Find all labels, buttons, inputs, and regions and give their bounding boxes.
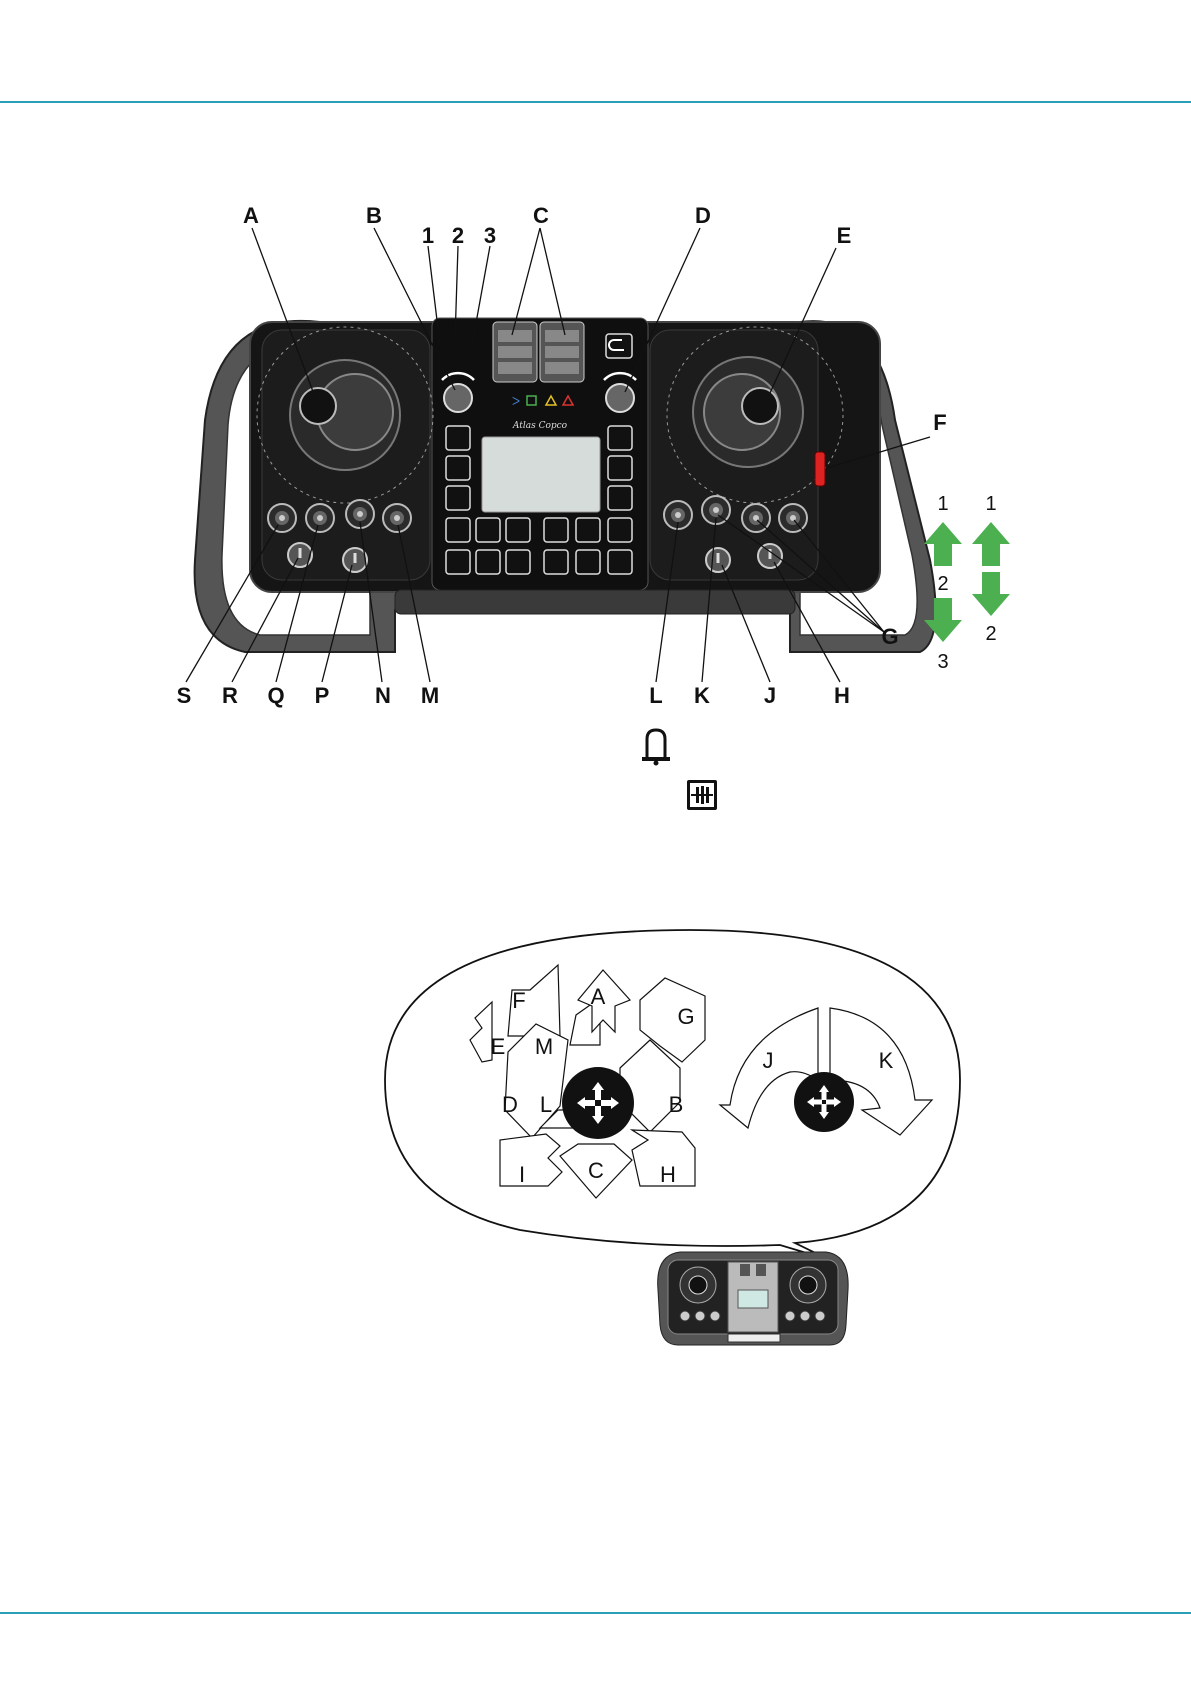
bell-icon bbox=[642, 730, 670, 766]
brand-logo: Atlas Copco bbox=[512, 421, 568, 431]
arrow-down-icon bbox=[972, 572, 1010, 616]
callout-c: C bbox=[533, 203, 549, 228]
direction-e: E bbox=[491, 1034, 506, 1059]
position-label-2a: 2 bbox=[937, 573, 948, 595]
joystick-centre-left bbox=[562, 1067, 634, 1139]
callout-q: Q bbox=[267, 683, 284, 708]
direction-i: I bbox=[519, 1162, 525, 1187]
callout-m: M bbox=[421, 683, 439, 708]
callout-s: S bbox=[177, 683, 192, 708]
direction-j: J bbox=[763, 1048, 774, 1073]
direction-k: K bbox=[879, 1048, 894, 1073]
control-panel: ᐳ Atlas Copco bbox=[195, 318, 936, 652]
callout-n: N bbox=[375, 683, 391, 708]
callout-e: E bbox=[837, 223, 852, 248]
display-screen bbox=[482, 437, 600, 512]
arrow-up-icon bbox=[972, 522, 1010, 566]
callout-f: F bbox=[933, 410, 946, 435]
callout-b: B bbox=[366, 203, 382, 228]
callout-2: 2 bbox=[452, 223, 464, 248]
joystick-direction-diagram: A F G E M D L B I C H J K bbox=[385, 930, 960, 1345]
direction-h: H bbox=[660, 1162, 676, 1187]
display-left-keys bbox=[446, 426, 470, 510]
callout-p: P bbox=[315, 683, 330, 708]
callout-r: R bbox=[222, 683, 238, 708]
control-panel-thumbnail bbox=[658, 1252, 848, 1345]
switch-position-arrows: 1 2 3 1 2 bbox=[924, 493, 1010, 673]
callout-d: D bbox=[695, 203, 711, 228]
joystick-centre-right bbox=[794, 1072, 854, 1132]
callout-3: 3 bbox=[484, 223, 496, 248]
direction-l: L bbox=[540, 1092, 552, 1117]
vibration-icon bbox=[687, 780, 717, 810]
direction-b: B bbox=[669, 1092, 684, 1117]
callout-l: L bbox=[649, 683, 662, 708]
direction-c: C bbox=[588, 1158, 604, 1183]
red-button-f bbox=[815, 452, 825, 486]
position-label-3a: 3 bbox=[937, 651, 948, 673]
rocker-switch-right bbox=[540, 322, 584, 382]
callout-1: 1 bbox=[422, 223, 434, 248]
svg-text:ᐳ: ᐳ bbox=[512, 395, 520, 408]
position-label-1b: 1 bbox=[985, 493, 996, 515]
direction-d: D bbox=[502, 1092, 518, 1117]
callout-j: J bbox=[764, 683, 776, 708]
direction-g: G bbox=[677, 1004, 694, 1029]
callout-a: A bbox=[243, 203, 259, 228]
display-right-keys bbox=[608, 426, 632, 510]
callout-k: K bbox=[694, 683, 710, 708]
direction-f: F bbox=[512, 988, 525, 1013]
direction-m: M bbox=[535, 1034, 553, 1059]
callout-g: G bbox=[881, 624, 898, 649]
direction-a: A bbox=[591, 984, 606, 1009]
rocker-switch-left bbox=[493, 322, 537, 382]
position-label-2b: 2 bbox=[985, 623, 996, 645]
callout-h: H bbox=[834, 683, 850, 708]
position-label-1a: 1 bbox=[937, 493, 948, 515]
